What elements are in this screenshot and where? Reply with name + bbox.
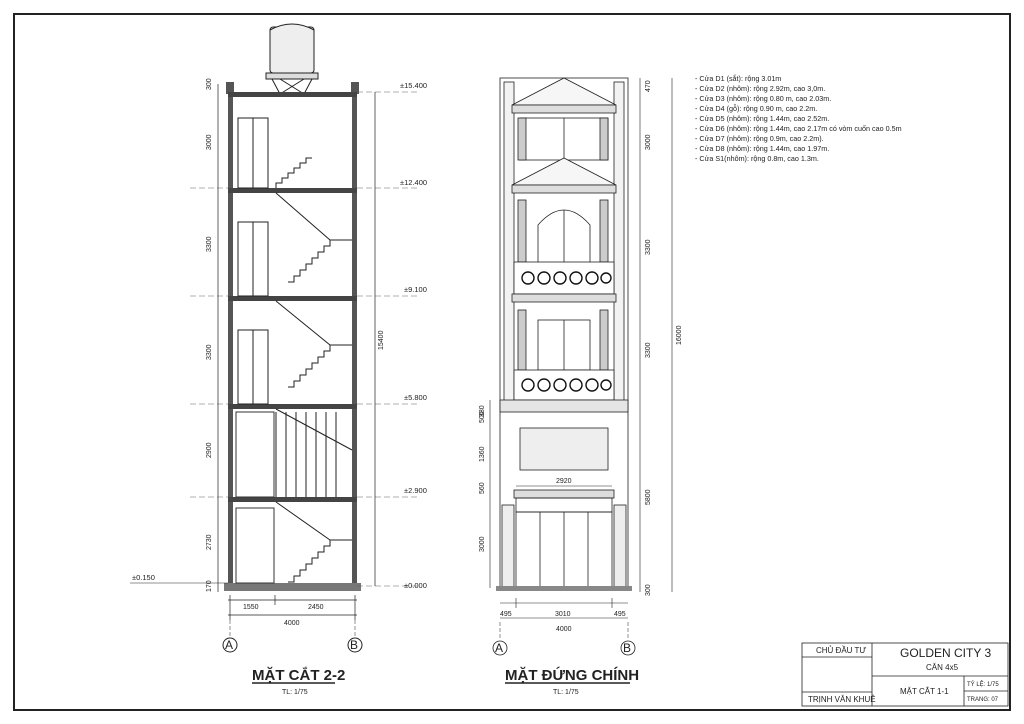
owner-name: TRỊNH VĂN KHUÊ: [808, 695, 876, 704]
title-block-texts: CHỦ ĐẦU TƯ TRỊNH VĂN KHUÊ GOLDEN CITY 3 …: [808, 645, 999, 704]
dim-170: 170: [206, 580, 213, 592]
dim-total-width: 4000: [284, 620, 300, 627]
ground-level: ±0.150: [132, 573, 155, 582]
edim-total-width: 4000: [556, 626, 572, 633]
axis-b-marker: [347, 637, 363, 653]
edim-495-left: 495: [500, 611, 512, 618]
level-9100: ±9.100: [404, 285, 427, 294]
dim-3000: 3000: [206, 134, 213, 150]
dim-total-height: 15400: [378, 330, 385, 350]
edim-3000: 3000: [645, 134, 652, 150]
dim-2730: 2730: [206, 534, 213, 550]
edim-495-right: 495: [614, 611, 626, 618]
level-5800: ±5.800: [404, 393, 427, 402]
title-scale: TỶ LỆ: 1/75: [967, 680, 999, 688]
owner-label: CHỦ ĐẦU TƯ: [816, 645, 866, 655]
axis-a-marker-elev: [492, 640, 508, 656]
unit-type: CĂN 4x5: [926, 663, 959, 672]
door-notes: - Cửa D1 (sắt): rộng 3.01m - Cửa D2 (nhô…: [695, 74, 902, 163]
edim-380: 380: [479, 405, 486, 417]
edim-1360: 1360: [479, 446, 486, 462]
water-tank-icon: [265, 23, 319, 95]
section-scale: TL: 1/75: [282, 689, 308, 696]
note-d3: - Cửa D3 (nhôm): rộng 0.80 m, cao 2.03m.: [695, 94, 831, 103]
elevation-scale: TL: 1/75: [553, 689, 579, 696]
page-number: TRANG: 07: [967, 697, 999, 703]
edim-3300-a: 3300: [645, 239, 652, 255]
dim-3300-a: 3300: [206, 236, 213, 252]
project-name: GOLDEN CITY 3: [900, 646, 991, 660]
dim-2900: 2900: [206, 442, 213, 458]
axis-a-marker: [222, 637, 238, 653]
edim-3000-left: 3000: [479, 536, 486, 552]
note-d8: - Cửa D8 (nhôm): rộng 1.44m, cao 1.97m.: [695, 144, 829, 153]
note-d6: - Cửa D6 (nhôm): rộng 1.44m, cao 2.17m c…: [695, 124, 902, 133]
note-d4: - Cửa D4 (gỗ): rộng 0.90 m, cao 2.2m.: [695, 104, 817, 113]
note-d5: - Cửa D5 (nhôm): rộng 1.44m, cao 2.52m.: [695, 114, 829, 123]
note-d2: - Cửa D2 (nhôm): rộng 2.92m, cao 3,0m.: [695, 84, 825, 93]
note-d7: - Cửa D7 (nhôm): rộng 0.9m, cao 2.2m).: [695, 134, 824, 143]
elevation-texts: 470 3000 3300 3300 5800 300 16000 500 38…: [479, 80, 683, 696]
edim-total-height: 16000: [676, 325, 683, 345]
axis-b-label: B: [350, 638, 358, 652]
axis-b-marker-elev: [620, 640, 636, 656]
note-s1: - Cửa S1(nhôm): rộng 0.8m, cao 1.3m.: [695, 154, 819, 163]
dim-2450: 2450: [308, 604, 324, 611]
level-12400: ±12.400: [400, 178, 427, 187]
dim-300: 300: [206, 78, 213, 90]
edim-2920: 2920: [556, 478, 572, 485]
level-0000: ±0.000: [404, 581, 427, 590]
section-texts: ±15.400 ±12.400 ±9.100 ±5.800 ±2.900 ±0.…: [132, 78, 427, 696]
edim-300: 300: [645, 584, 652, 596]
title-block: [801, 642, 1009, 707]
dim-1550: 1550: [243, 604, 259, 611]
edim-470: 470: [645, 80, 652, 92]
edim-5800: 5800: [645, 489, 652, 505]
edim-3010: 3010: [555, 611, 571, 618]
edim-500: 500: [479, 411, 486, 423]
edim-560: 560: [479, 482, 486, 494]
drawing-name: MẶT CẮT 1-1: [900, 687, 949, 696]
axis-a-label: A: [225, 638, 233, 652]
axis-b-label-elev: B: [623, 641, 631, 655]
section-drawing: [130, 23, 420, 684]
section-title: MẶT CẮT 2-2: [252, 666, 345, 684]
edim-3300-b: 3300: [645, 342, 652, 358]
dim-3300-b: 3300: [206, 344, 213, 360]
level-15400: ±15.400: [400, 81, 427, 90]
elevation-title: MẶT ĐỨNG CHÍNH: [505, 666, 639, 684]
note-d1: - Cửa D1 (sắt): rộng 3.01m: [695, 74, 781, 83]
level-2900: ±2.900: [404, 486, 427, 495]
axis-a-label-elev: A: [495, 641, 503, 655]
elevation-drawing: [489, 77, 673, 684]
